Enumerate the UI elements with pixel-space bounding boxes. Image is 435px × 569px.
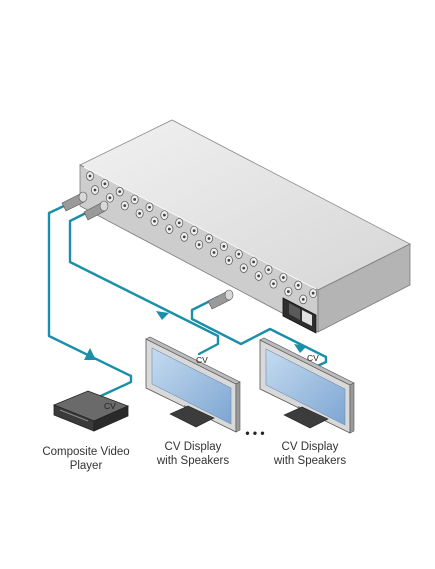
- display1-label-line2: with Speakers: [156, 455, 229, 467]
- display-screen: [151, 347, 232, 425]
- bnc-pin: [242, 266, 246, 270]
- bnc-pin: [118, 190, 122, 194]
- bnc-pin: [296, 283, 300, 287]
- player-port-label: CV: [104, 401, 116, 411]
- bnc-pin: [252, 260, 256, 264]
- power-socket-icon: [282, 297, 317, 334]
- display2-label-line2: with Speakers: [273, 455, 346, 467]
- composite-video-player: CV: [52, 390, 130, 432]
- display1-port-label: CV: [196, 355, 208, 365]
- cv-display-1: CV: [145, 336, 241, 433]
- bnc-pin: [148, 205, 151, 209]
- bnc-pin: [311, 291, 315, 295]
- arrow-icon: [156, 311, 169, 320]
- bnc-pin: [133, 198, 137, 201]
- cv-display-2: CV: [259, 337, 355, 434]
- arrow-icon: [84, 348, 96, 360]
- bnc-connector-icon: [207, 289, 234, 310]
- display-screen: [265, 348, 346, 426]
- bnc-pin: [257, 274, 261, 278]
- bnc-pin: [272, 282, 275, 286]
- bnc-connectors: [86, 171, 318, 305]
- switcher-chassis: [79, 119, 411, 333]
- bnc-pin: [212, 251, 216, 254]
- bnc-pin: [182, 235, 186, 239]
- cable-output-2: [190, 295, 328, 370]
- display1-label-line1: CV Display: [165, 441, 222, 453]
- bnc-pin: [207, 237, 211, 240]
- bnc-pin: [103, 182, 107, 186]
- bnc-pin: [93, 188, 97, 192]
- bnc-pin: [227, 258, 231, 262]
- chassis-side: [317, 243, 411, 333]
- bnc-pin: [123, 204, 127, 208]
- bnc-pin: [138, 212, 142, 215]
- bnc-pin: [162, 213, 166, 217]
- display2-port-label: CV: [307, 353, 319, 363]
- display2-label-line1: CV Display: [282, 441, 339, 453]
- cable-output-1: [68, 208, 220, 356]
- bnc-pin: [301, 297, 305, 301]
- bnc-pin: [286, 290, 290, 293]
- bnc-pin: [281, 276, 285, 279]
- bnc-pin: [167, 227, 171, 231]
- bnc-connector-icon: [83, 200, 109, 221]
- bnc-pin: [192, 229, 196, 233]
- player-label-line1: Composite Video: [42, 446, 129, 458]
- bnc-connector-icon: [61, 191, 88, 212]
- bnc-pin: [88, 174, 92, 178]
- bnc-pin: [237, 252, 241, 256]
- bnc-pin: [177, 221, 181, 225]
- cable-input: [47, 203, 133, 402]
- bnc-pin: [222, 244, 226, 248]
- player-label-line2: Player: [70, 460, 103, 472]
- arrow-icons: [84, 311, 307, 360]
- bnc-pin: [153, 219, 156, 223]
- bnc-pin: [108, 196, 112, 200]
- ellipsis: • • •: [245, 426, 264, 440]
- arrow-icon: [294, 344, 307, 353]
- bnc-pin: [197, 243, 201, 247]
- bnc-pin: [267, 268, 270, 272]
